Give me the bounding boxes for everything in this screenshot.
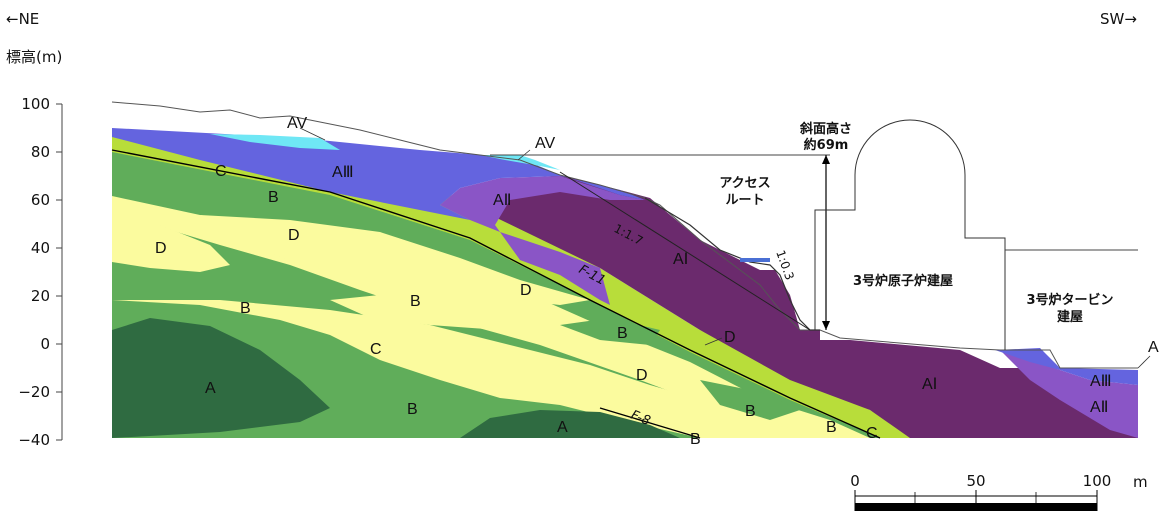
access-route-marker <box>740 258 770 262</box>
rock-b-7: B <box>826 419 837 436</box>
layer-aii <box>440 176 645 305</box>
layer-aii-right <box>1000 350 1138 438</box>
scale-tick-100: 100 <box>1083 472 1112 490</box>
rock-ai-main: AⅠ <box>673 251 688 268</box>
rock-b-1: B <box>268 189 279 206</box>
slope-height-label-1: 斜面高さ <box>799 121 852 137</box>
fault-f8-label: F-8 <box>629 408 653 429</box>
rock-c-2: C <box>370 341 382 358</box>
slope-height-label-2: 約69m <box>804 137 849 153</box>
scale-unit: m <box>1133 473 1148 491</box>
y-tick-100: 100 <box>21 95 50 113</box>
rock-aii-right: AⅡ <box>1090 399 1109 416</box>
rock-b-6: B <box>745 403 756 420</box>
rock-b-2: B <box>240 300 251 317</box>
rock-aiii-main: AⅢ <box>332 164 354 181</box>
layer-av-2 <box>480 155 560 170</box>
layer-d-middle <box>112 300 820 438</box>
layer-b-lens2 <box>700 380 800 420</box>
layer-av-1 <box>210 134 340 150</box>
rock-a-2: A <box>557 419 568 436</box>
direction-left: ←NE <box>6 10 39 28</box>
slope-height-arrowhead-bottom <box>822 321 830 330</box>
y-axis-title: 標高(m) <box>6 48 62 66</box>
layer-aiii-right <box>995 348 1138 385</box>
a-right-leader <box>1137 355 1151 369</box>
rock-av-1: AV <box>287 115 307 132</box>
y-tick-60: 60 <box>31 191 50 209</box>
layer-d-upper2 <box>200 215 590 305</box>
rock-d-1: D <box>155 240 167 257</box>
y-tick-0: 0 <box>40 335 50 353</box>
slope-profile <box>644 197 820 331</box>
fault-f11-line <box>111 149 881 439</box>
layer-b-lens <box>560 318 660 345</box>
scale-bar: 0 50 100 m <box>850 472 1148 511</box>
turbine-building-label-1: 3号炉タービン <box>1026 292 1113 308</box>
y-tick-minus20: −20 <box>18 383 50 401</box>
layer-aiii <box>112 128 645 220</box>
fault-f8-line <box>599 407 701 439</box>
rock-d-5: D <box>724 329 736 346</box>
d5-leader <box>704 337 723 346</box>
access-route-label-2: ルート <box>725 193 764 208</box>
scale-tick-50: 50 <box>966 472 985 490</box>
y-tick-20: 20 <box>31 287 50 305</box>
rock-b-5: B <box>407 401 418 418</box>
y-tick-minus40: −40 <box>18 431 50 449</box>
rock-d-3: D <box>520 282 532 299</box>
direction-right: SW→ <box>1100 10 1137 28</box>
rock-b-8: B <box>690 431 701 448</box>
slope-gradient-line <box>559 171 811 331</box>
rock-b-4: B <box>617 325 628 342</box>
rock-b-3: B <box>410 293 421 310</box>
rock-aii-main: AⅡ <box>493 192 512 209</box>
rock-a-1: A <box>205 380 216 397</box>
reactor-building <box>814 119 1006 350</box>
rock-d-4: D <box>636 367 648 384</box>
rock-d-2: D <box>288 227 300 244</box>
av2-leader <box>517 149 531 161</box>
rock-c-1: C <box>215 163 227 180</box>
y-ticks <box>56 103 62 441</box>
av1-leader <box>299 127 326 141</box>
turbine-building-label-2: 建屋 <box>1057 309 1083 325</box>
layer-ai <box>470 175 1138 438</box>
y-tick-labels: 100 80 60 40 20 0 −20 −40 <box>18 95 50 449</box>
y-tick-40: 40 <box>31 239 50 257</box>
slope-height-arrowhead-top <box>822 155 830 164</box>
reactor-building-label: 3号炉原子炉建屋 <box>853 273 953 289</box>
layer-d-lens <box>330 292 530 330</box>
layer-a-bottom <box>460 410 680 438</box>
y-tick-80: 80 <box>31 143 50 161</box>
layer-a-left <box>112 318 330 438</box>
access-route-label-1: アクセス <box>719 176 770 191</box>
scale-tick-0: 0 <box>850 472 860 490</box>
rock-aiii-right: AⅢ <box>1090 373 1112 390</box>
layer-d-left <box>112 212 230 272</box>
rock-c-3: C <box>866 425 878 442</box>
rock-a-right: A <box>1148 339 1159 356</box>
rock-ai-lower: AⅠ <box>922 376 937 393</box>
rock-av-2: AV <box>535 135 555 152</box>
